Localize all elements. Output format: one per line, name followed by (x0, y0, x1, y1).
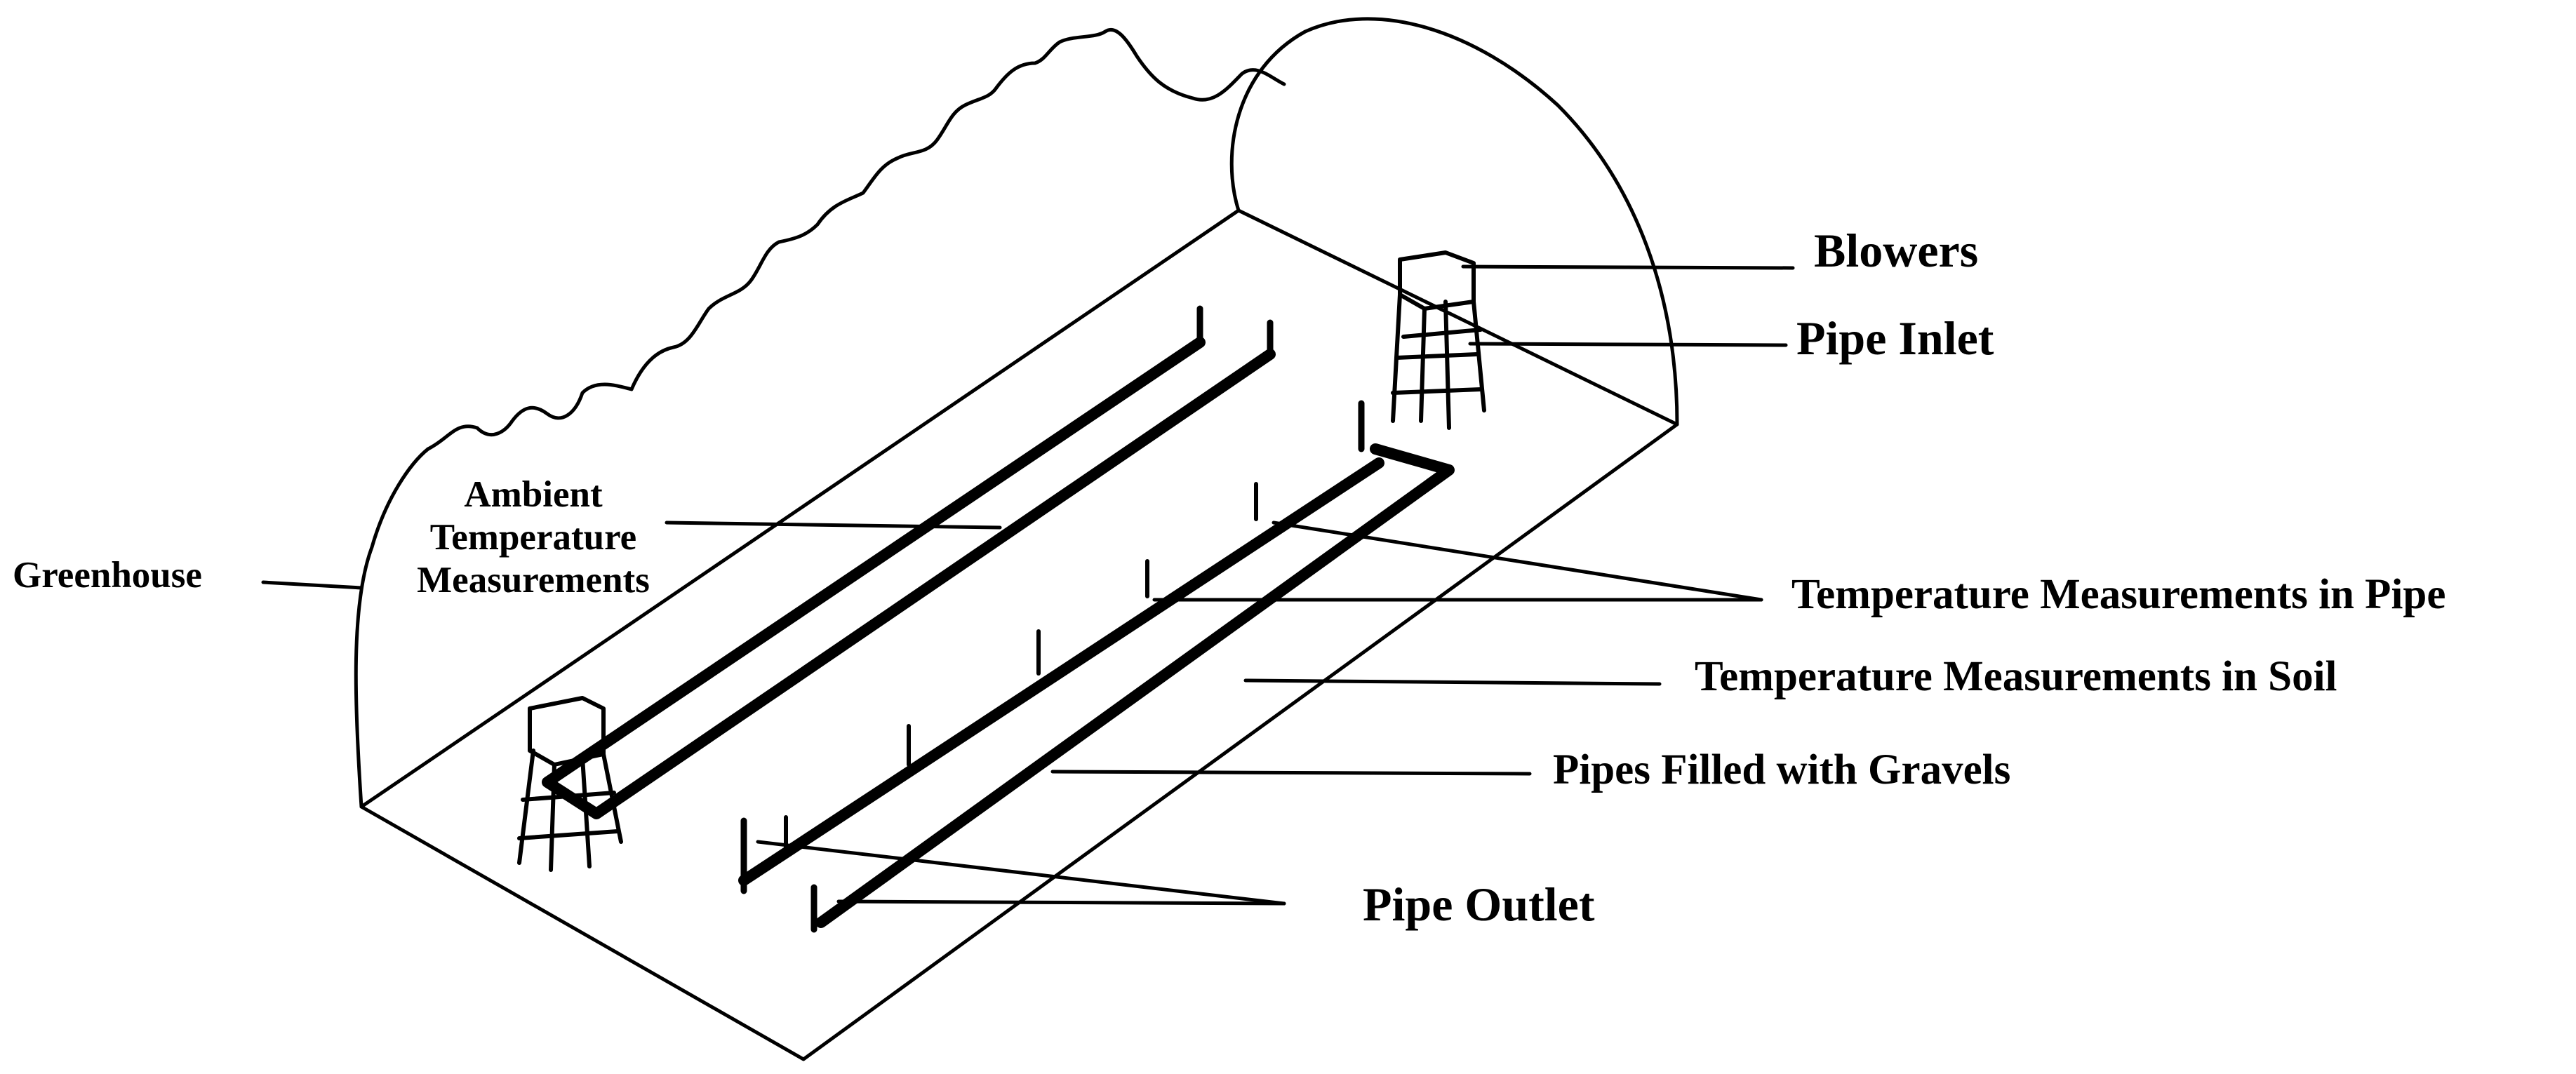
temperature-probes (784, 482, 1258, 854)
pipes-gravels-label: Pipes Filled with Gravels (1553, 746, 2011, 793)
ambient-line-2: Temperature (429, 516, 637, 558)
temp-in-pipe-label: Temperature Measurements in Pipe (1791, 571, 2446, 618)
temp-in-soil-label: Temperature Measurements in Soil (1695, 653, 2337, 700)
ambient-line-3: Measurements (417, 559, 650, 600)
greenhouse-label: Greenhouse (13, 555, 202, 596)
blower-stand-front (517, 696, 623, 872)
ambient-temperature-label: Ambient Temperature Measurements (379, 474, 688, 602)
greenhouse-outline (354, 17, 1679, 1061)
blower-stand-back (1391, 250, 1486, 430)
ambient-line-1: Ambient (464, 474, 603, 515)
pipe-risers (740, 305, 1365, 933)
gravel-pipes (542, 337, 1455, 928)
pipe-outlet-label: Pipe Outlet (1363, 878, 1595, 931)
blowers-label: Blowers (1814, 224, 1979, 277)
leader-lines (261, 264, 1795, 906)
pipe-inlet-label: Pipe Inlet (1796, 311, 1994, 365)
